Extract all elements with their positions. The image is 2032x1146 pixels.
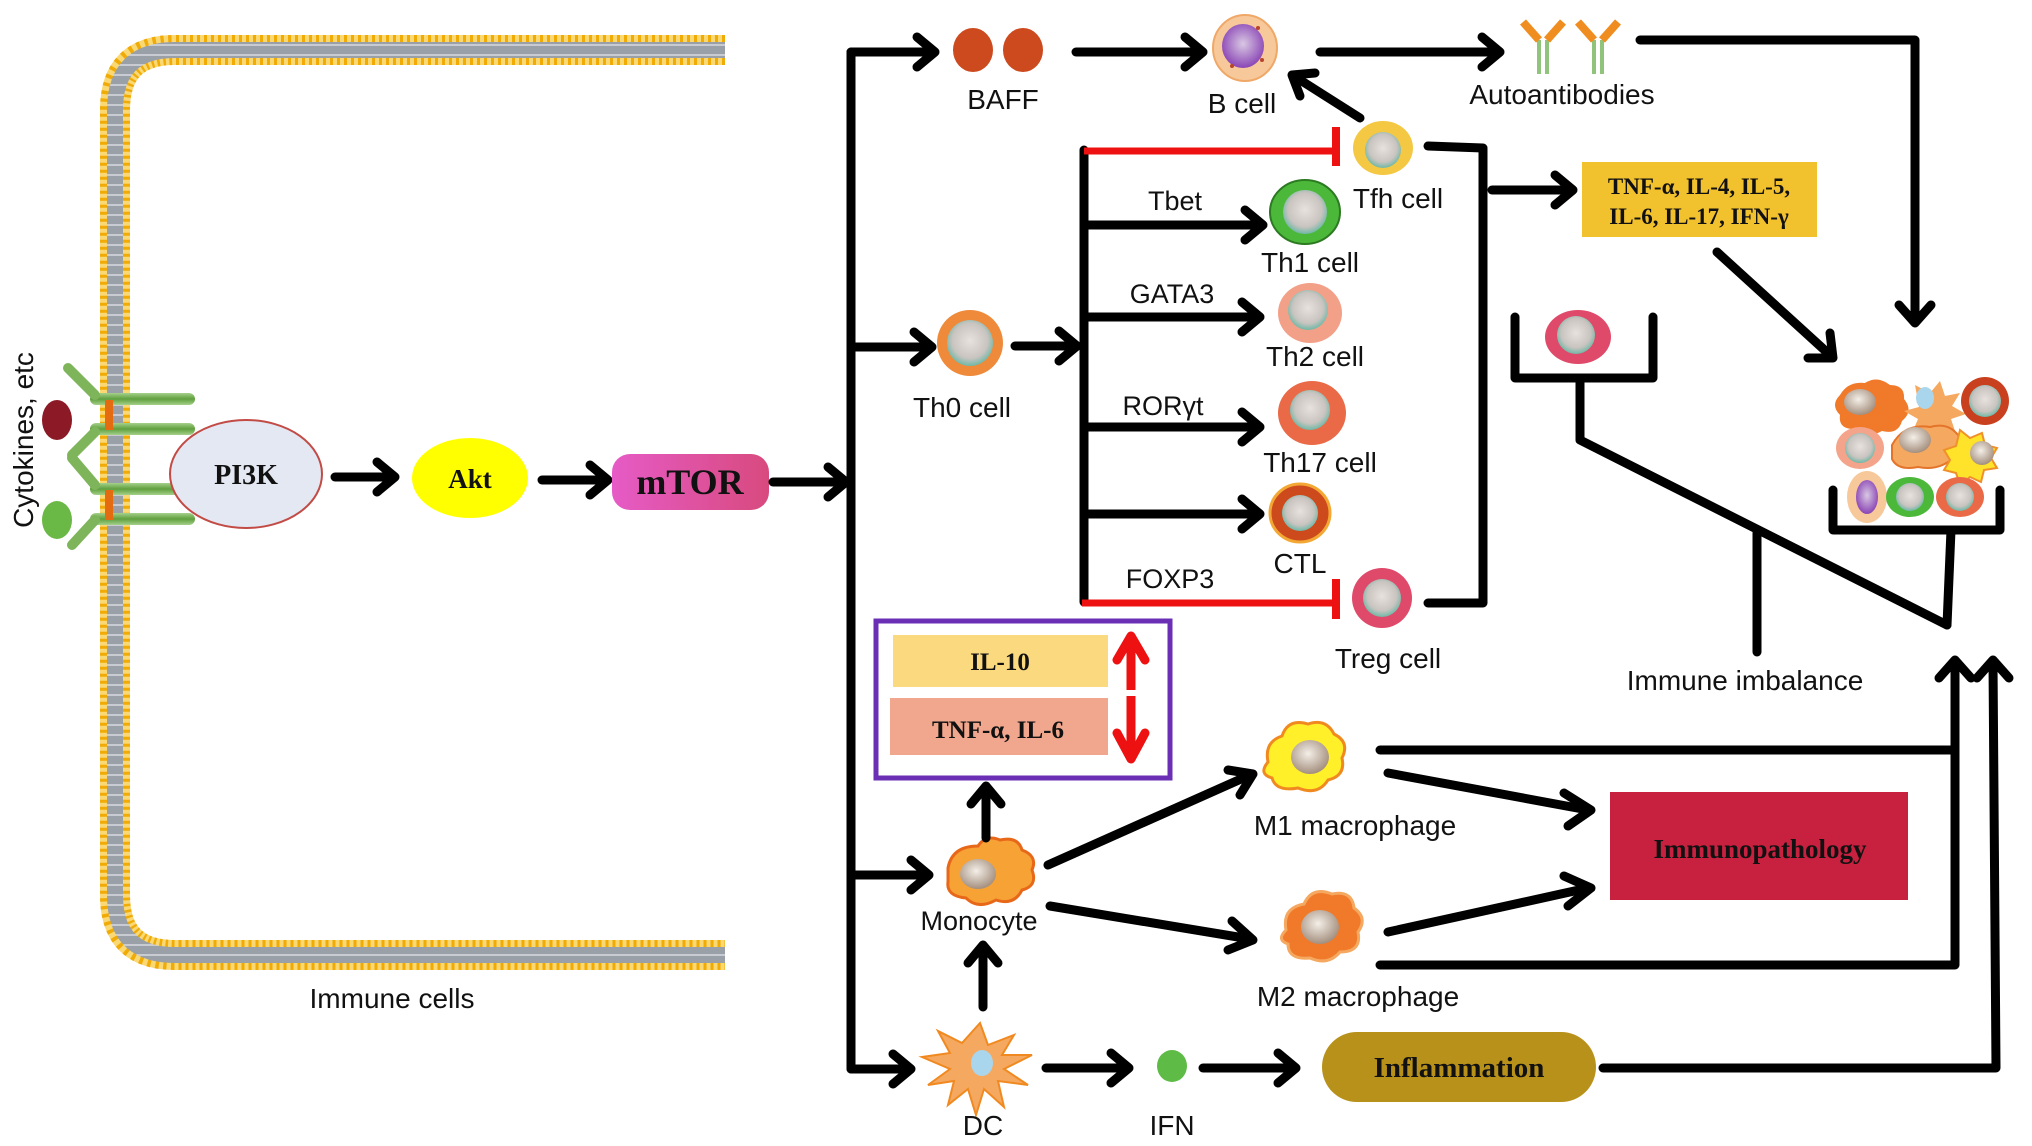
svg-text:Immunopathology: Immunopathology: [1653, 834, 1867, 864]
arrow-autoantibodies-to-cell-cluster: [1635, 35, 1936, 328]
arrow-monocyte-to-m1: [1043, 765, 1258, 870]
gata3-label: GATA3: [1130, 279, 1215, 309]
arrow-to-th2: [1079, 297, 1265, 337]
tnf-il6-down-arrow-icon: [1112, 696, 1150, 764]
ctl-cell-icon: [1268, 482, 1332, 544]
treg-in-scale-icon: [1545, 310, 1611, 364]
autoantibodies-label: Autoantibodies: [1469, 79, 1654, 110]
svg-text:TNF-α, IL-4, IL-5,: TNF-α, IL-4, IL-5,: [1608, 174, 1790, 199]
svg-text:mTOR: mTOR: [636, 462, 744, 502]
ifn-icon: [1157, 1050, 1187, 1082]
th0-cell-label: Th0 cell: [913, 392, 1011, 423]
arrow-tfh-to-bcell: [1287, 68, 1365, 123]
cell-membrane: [100, 35, 725, 970]
cytokine-ligand-dark-red: [42, 400, 72, 440]
mtor-node: mTOR: [612, 454, 769, 510]
arrow-mtor-to-bus: [768, 462, 851, 502]
b-cell-icon: [1212, 14, 1278, 82]
th17-cell-label: Th17 cell: [1263, 447, 1377, 478]
inflammation-to-imbalance-line: [1598, 655, 2014, 1073]
inflammation-pill: Inflammation: [1322, 1032, 1596, 1102]
th17-cell-icon: [1278, 381, 1346, 445]
m2-to-imbalance-line: [1375, 745, 1960, 970]
arrow-to-th1: [1079, 205, 1268, 245]
svg-text:TNF-α, IL-6: TNF-α, IL-6: [932, 717, 1064, 744]
arrow-bracket-to-cytokine-box: [1487, 170, 1578, 210]
svg-text:Inflammation: Inflammation: [1374, 1052, 1545, 1084]
m2-macrophage-icon: [1280, 890, 1364, 963]
arrow-m1-to-immunopathology: [1383, 768, 1596, 831]
m1-macrophage-label: M1 macrophage: [1254, 810, 1456, 841]
tfh-treg-bracket: [1423, 141, 1488, 608]
baff-label: BAFF: [967, 84, 1039, 115]
arrow-m2-to-immunopathology: [1383, 871, 1596, 937]
inhibition-to-tfh: [1084, 127, 1340, 166]
svg-text:IL-10: IL-10: [970, 649, 1030, 676]
pi3k-node: PI3K: [169, 419, 323, 529]
m2-macrophage-label: M2 macrophage: [1257, 981, 1459, 1012]
tfh-cell-label: Tfh cell: [1353, 183, 1443, 214]
th2-cell-label: Th2 cell: [1266, 341, 1364, 372]
arrow-bus-to-baff: [846, 32, 940, 72]
arrow-dc-to-monocyte: [963, 940, 1003, 1012]
arrow-monocyte-to-box: [966, 781, 1006, 843]
monocyte-cytokine-box: IL-10 TNF-α, IL-6: [873, 618, 1173, 781]
foxp3-label: FOXP3: [1126, 564, 1215, 594]
arrow-monocyte-to-m2: [1045, 901, 1258, 955]
cytokine-box: TNF-α, IL-4, IL-5, IL-6, IL-17, IFN-γ: [1582, 162, 1817, 237]
m1-macrophage-icon: [1262, 720, 1347, 793]
arrow-ifn-to-inflammation: [1198, 1048, 1301, 1088]
dc-label: DC: [963, 1110, 1003, 1141]
akt-node: Akt: [412, 438, 528, 518]
membrane-label: Immune cells: [310, 983, 475, 1014]
svg-text:IL-6, IL-17, IFN-γ: IL-6, IL-17, IFN-γ: [1609, 204, 1789, 229]
arrow-dc-to-ifn: [1041, 1048, 1134, 1088]
effector-cell-cluster-icon: [1835, 377, 2009, 523]
immunopathology-box: Immunopathology: [1610, 792, 1908, 900]
tfh-cell-icon: [1353, 121, 1413, 175]
arrow-pi3k-to-akt: [330, 457, 400, 497]
monocyte-label: Monocyte: [920, 906, 1037, 936]
treg-cell-icon: [1352, 568, 1412, 628]
treg-cell-label: Treg cell: [1335, 643, 1441, 674]
arrow-th0-to-t-branch: [1010, 326, 1082, 366]
cytokine-ligand-green: [42, 501, 72, 539]
svg-text:PI3K: PI3K: [214, 460, 278, 491]
imbalance-scale: [1510, 312, 2005, 657]
receptor-label: Cytokines, etc: [8, 352, 39, 528]
arrow-bus-to-monocyte: [846, 855, 934, 895]
arrow-cytokine-box-to-cell-cluster: [1712, 247, 1838, 363]
arrow-bus-to-th0: [846, 327, 937, 367]
th1-cell-icon: [1269, 179, 1341, 245]
rorgt-label: RORγt: [1123, 391, 1204, 421]
il10-up-arrow-icon: [1112, 631, 1150, 690]
dendritic-cell-icon: [918, 1021, 1033, 1119]
arrow-to-ctl: [1079, 494, 1265, 534]
immune-imbalance-label: Immune imbalance: [1627, 665, 1864, 696]
b-cell-label: B cell: [1208, 88, 1276, 119]
arrow-to-th17: [1079, 407, 1265, 447]
arrow-bus-to-dc: [846, 1049, 916, 1089]
ctl-label: CTL: [1274, 548, 1327, 579]
tbet-label: Tbet: [1148, 186, 1203, 216]
arrow-baff-to-bcell: [1071, 32, 1208, 72]
th1-cell-label: Th1 cell: [1261, 247, 1359, 278]
th0-cell-icon: [937, 310, 1003, 376]
cytokine-receptor-bottom: [67, 453, 195, 550]
arrow-bcell-to-autoantibodies: [1315, 32, 1505, 72]
ifn-label: IFN: [1149, 1110, 1194, 1141]
inhibition-to-treg: [1082, 579, 1340, 619]
arrow-akt-to-mtor: [537, 460, 613, 500]
monocyte-icon: [946, 836, 1036, 906]
cytokine-receptor-top: [63, 363, 195, 460]
th2-cell-icon: [1278, 283, 1342, 343]
baff-icon: [953, 28, 1043, 72]
svg-text:Akt: Akt: [448, 464, 492, 494]
autoantibody-icon: [1520, 19, 1621, 74]
